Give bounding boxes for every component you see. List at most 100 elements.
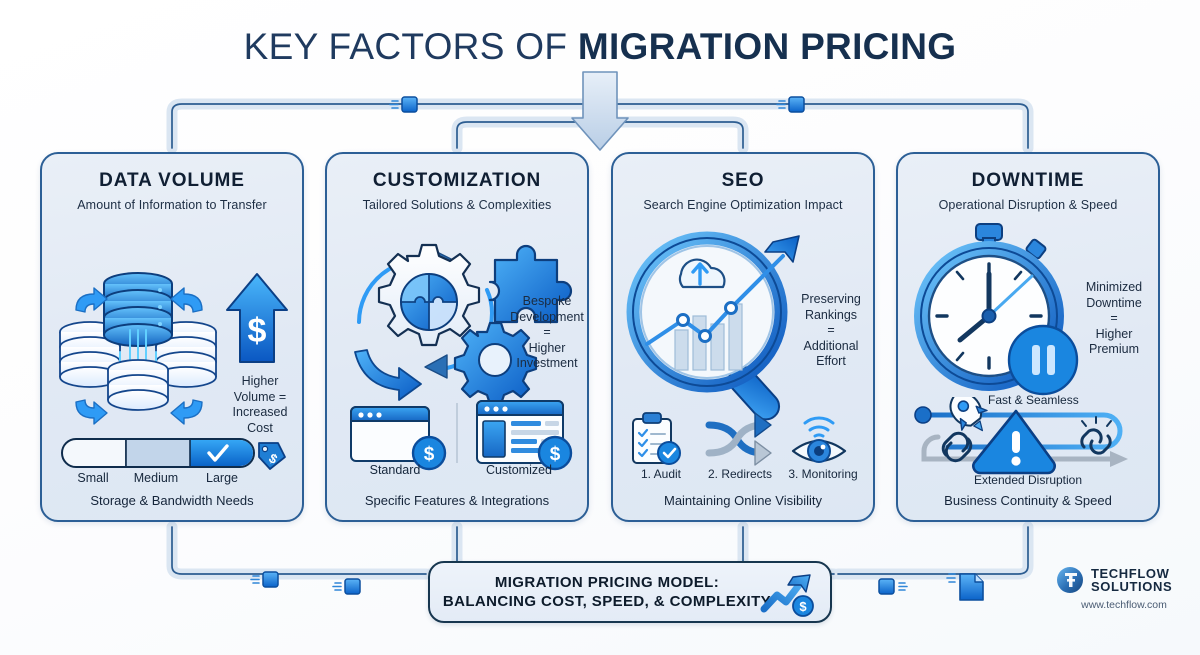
note-line: Bespoke xyxy=(522,294,572,308)
clipboard-check-icon xyxy=(632,412,681,465)
panel-title: SEO xyxy=(721,170,765,191)
svg-text:$: $ xyxy=(550,444,561,465)
panel-data-volume[interactable]: DATA VOLUME Amount of Information to Tra… xyxy=(40,152,304,522)
eye-signal-icon xyxy=(791,416,847,463)
footer-banner[interactable]: MIGRATION PRICING MODEL: BALANCING COST,… xyxy=(428,561,832,623)
panel-artwork: Minimized Downtime = Higher Premium xyxy=(908,212,1148,397)
panel-note: Bespoke Development = Higher Investment xyxy=(509,294,585,372)
banner-line-1: MIGRATION PRICING MODEL: xyxy=(494,574,720,591)
wire-node-icon xyxy=(332,578,361,595)
compare-label-standard: Standard xyxy=(369,463,421,477)
panel-subtitle: Amount of Information to Transfer xyxy=(77,198,267,212)
step-label-audit: 1. Audit xyxy=(640,467,682,481)
panel-footer: Business Continuity & Speed xyxy=(944,493,1112,508)
panel-note: Higher Volume = Increased Cost xyxy=(224,374,296,436)
arrow-head-icon xyxy=(1110,451,1128,467)
shuffle-arrows-icon xyxy=(705,412,772,466)
panel-subtitle: Operational Disruption & Speed xyxy=(938,198,1118,212)
page-title: KEY FACTORS OF MIGRATION PRICING xyxy=(0,26,1200,68)
note-line: Higher xyxy=(241,374,279,388)
dollar-badge-icon: $ xyxy=(537,435,573,471)
fast-path-label: Fast & Seamless xyxy=(988,393,1079,407)
database-stack-icon xyxy=(107,359,169,411)
wire-node-icon xyxy=(776,96,805,113)
note-line: Increased xyxy=(232,405,288,419)
note-line: Higher xyxy=(528,340,566,355)
note-line: Investment xyxy=(516,356,578,370)
arrow-head-icon xyxy=(764,235,800,263)
banner-line-2: BALANCING COST, SPEED, & COMPLEXITY xyxy=(442,593,772,610)
brand-logo[interactable]: TECHFLOW SOLUTIONS www.techflow.com xyxy=(1056,566,1192,611)
panel-title: DATA VOLUME xyxy=(99,170,245,191)
note-line: Premium xyxy=(1088,342,1139,356)
note-line: Volume = xyxy=(233,389,287,404)
bold-arrow-icon xyxy=(354,349,422,401)
price-tag-icon: $ xyxy=(258,442,286,470)
rocket-icon xyxy=(949,392,988,432)
note-line: Rankings xyxy=(804,307,858,322)
slow-path xyxy=(921,434,1117,462)
page-title-emphasis: MIGRATION PRICING xyxy=(577,26,957,67)
panel-artwork: Preserving Rankings = Additional Effort xyxy=(623,212,863,421)
panel-note: Preserving Rankings = Additional Effort xyxy=(791,292,871,370)
panel-subtitle: Tailored Solutions & Complexities xyxy=(362,198,552,212)
gear-icon xyxy=(453,321,538,406)
pause-badge-icon xyxy=(1007,324,1079,396)
wire-node-icon xyxy=(250,571,279,588)
browser-window-icon xyxy=(350,406,430,462)
puzzle-piece-icon xyxy=(400,273,458,331)
note-line: Minimized xyxy=(1085,280,1143,294)
panel-footer: Storage & Bandwidth Needs xyxy=(90,493,254,508)
check-icon xyxy=(207,444,229,462)
slider-label-small[interactable]: Small xyxy=(77,471,109,485)
note-line: = xyxy=(543,325,551,339)
svg-text:$: $ xyxy=(799,599,807,614)
slider-label-medium[interactable]: Medium xyxy=(133,471,179,485)
note-line: Development xyxy=(510,309,584,324)
logo-line-1: TECHFLOW xyxy=(1091,565,1170,581)
panel-subtitle: Search Engine Optimization Impact xyxy=(643,198,843,212)
note-line: Effort xyxy=(816,354,846,368)
database-stack-icon xyxy=(103,272,173,347)
note-line: = xyxy=(1110,311,1118,325)
path-start-node xyxy=(914,406,932,424)
note-line: Additional xyxy=(803,338,859,353)
panel-artwork: Bespoke Development = Higher Investment xyxy=(337,212,584,406)
trend-up-dollar-icon: $ xyxy=(760,574,814,617)
tf-monogram-icon xyxy=(1057,567,1083,593)
dollar-up-arrow-icon: $ xyxy=(226,273,288,363)
panel-note: Minimized Downtime = Higher Premium xyxy=(1074,280,1154,358)
database-stack-icon xyxy=(155,321,217,388)
gear-icon xyxy=(377,243,481,347)
note-line: Higher xyxy=(1095,326,1133,341)
svg-text:$: $ xyxy=(248,312,267,350)
dollar-badge-icon: $ xyxy=(411,435,447,471)
compare-label-customized: Customized xyxy=(486,463,552,477)
panel-footer: Specific Features & Integrations xyxy=(364,493,550,508)
note-line: Cost xyxy=(247,420,273,435)
puzzle-piece-icon xyxy=(488,244,573,324)
document-node-icon xyxy=(946,573,984,601)
logo-line-2: SOLUTIONS xyxy=(1091,579,1173,594)
panel-title: DOWNTIME xyxy=(971,170,1085,191)
wire-node-icon xyxy=(389,96,418,113)
volume-slider[interactable]: $ xyxy=(56,435,288,491)
panel-artwork: $ Higher Volume = Increased Cost xyxy=(52,212,292,435)
title-down-arrow-icon xyxy=(571,71,629,151)
warning-triangle-icon xyxy=(972,409,1056,475)
slider-label-large[interactable]: Large xyxy=(206,471,238,485)
panel-downtime[interactable]: DOWNTIME Operational Disruption & Speed xyxy=(896,152,1160,522)
panel-customization[interactable]: CUSTOMIZATION Tailored Solutions & Compl… xyxy=(325,152,589,522)
note-line: = xyxy=(827,323,835,337)
note-line: Downtime xyxy=(1086,295,1142,310)
cycle-arrows-icon xyxy=(75,287,203,425)
broken-chain-icon xyxy=(941,431,973,463)
cloud-upload-icon xyxy=(678,258,726,289)
step-label-redirects: 2. Redirects xyxy=(707,467,773,481)
banner-text: MIGRATION PRICING MODEL: BALANCING COST,… xyxy=(443,573,817,611)
slow-path-label: Extended Disruption xyxy=(973,473,1083,487)
panel-footer: Maintaining Online Visibility xyxy=(663,493,822,508)
wire-node-icon xyxy=(878,578,908,595)
broken-chain-icon xyxy=(1080,416,1112,455)
panel-seo[interactable]: SEO Search Engine Optimization Impact xyxy=(611,152,875,522)
